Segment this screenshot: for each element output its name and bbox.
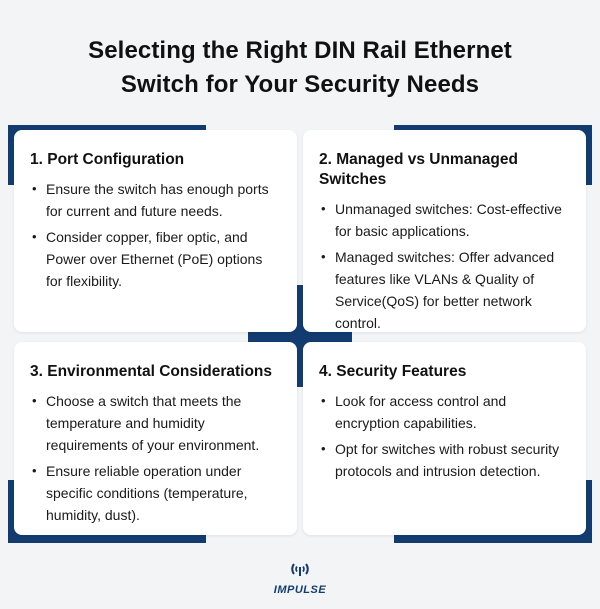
bullet-item: Opt for switches with robust security pr… xyxy=(319,438,570,482)
bullet-list: Choose a switch that meets the temperatu… xyxy=(30,390,281,526)
impulse-logo: IMPULSE xyxy=(270,560,330,600)
card-heading: 3. Environmental Considerations xyxy=(30,363,273,380)
bullet-item: Unmanaged switches: Cost-effective for b… xyxy=(319,198,578,242)
card-port-configuration: 1. Port Configuration Ensure the switch … xyxy=(14,130,297,332)
bullet-list: Look for access control and encryption c… xyxy=(319,390,570,482)
bullet-item: Ensure reliable operation under specific… xyxy=(30,460,281,526)
bullet-list: Unmanaged switches: Cost-effective for b… xyxy=(319,198,578,334)
card-heading: 4. Security Features xyxy=(319,363,467,380)
bullet-item: Choose a switch that meets the temperatu… xyxy=(30,390,281,456)
logo-text: IMPULSE xyxy=(273,584,327,596)
title-line-2: Switch for Your Security Needs xyxy=(120,71,480,98)
card-security-features: 4. Security Features Look for access con… xyxy=(303,342,586,535)
page-title: Selecting the Right DIN Rail Ethernet Sw… xyxy=(0,34,600,102)
card-environmental-considerations: 3. Environmental Considerations Choose a… xyxy=(14,342,297,535)
bullet-list: Ensure the switch has enough ports for c… xyxy=(30,178,281,292)
card-heading: 1. Port Configuration xyxy=(30,151,185,168)
signal-broadcast-icon xyxy=(291,563,309,576)
title-line-1: Selecting the Right DIN Rail Ethernet xyxy=(88,37,512,64)
bullet-item: Managed switches: Offer advanced feature… xyxy=(319,246,578,334)
card-heading: 2. Managed vs Unmanaged Switches xyxy=(319,151,518,188)
bullet-item: Look for access control and encryption c… xyxy=(319,390,570,434)
bullet-item: Ensure the switch has enough ports for c… xyxy=(30,178,281,222)
bullet-item: Consider copper, fiber optic, and Power … xyxy=(30,226,281,292)
card-managed-vs-unmanaged: 2. Managed vs Unmanaged Switches Unmanag… xyxy=(303,130,586,332)
